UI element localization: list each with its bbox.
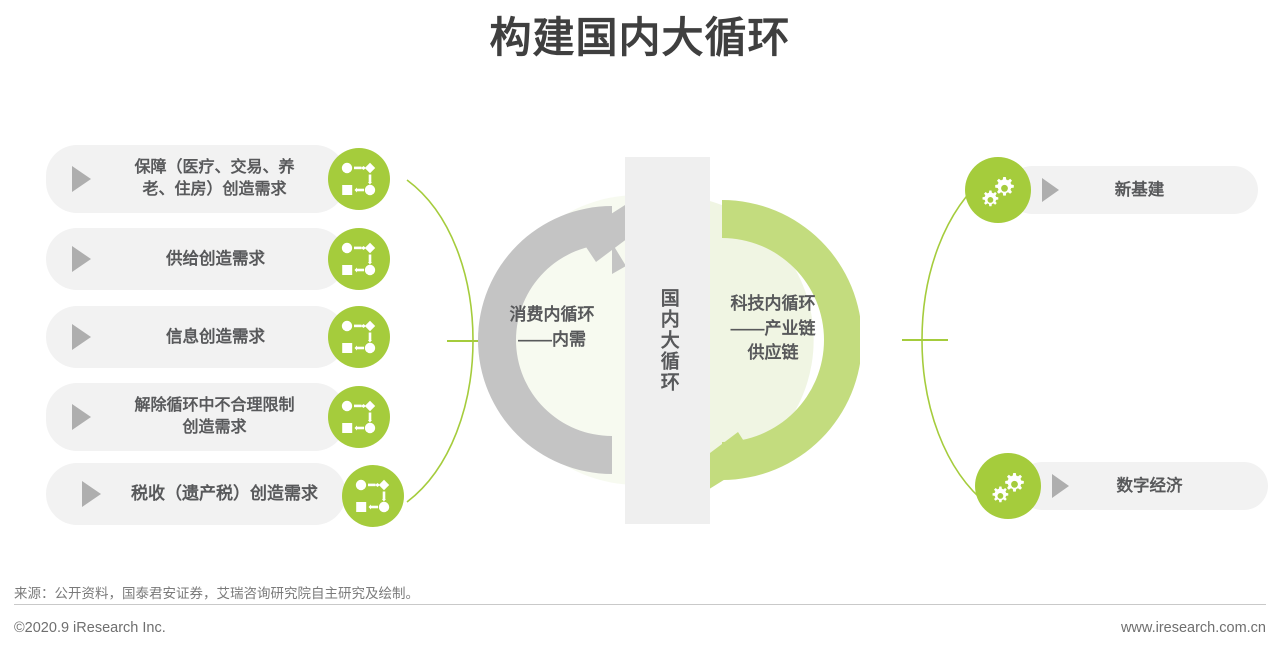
gears-icon xyxy=(982,177,1014,207)
center-column-label: 国内大循环 xyxy=(657,288,679,393)
flow-cycle-icon-badge-4[interactable] xyxy=(342,465,404,527)
copyright-label: ©2020.9 iResearch Inc. xyxy=(14,620,166,636)
flow-cycle-icon xyxy=(341,320,376,354)
left-item-label-0: 保障（医疗、交易、养 老、住房）创造需求 xyxy=(134,159,295,198)
flow-cycle-icon-badge-2[interactable] xyxy=(328,306,390,368)
right-item-label-1: 数字经济 xyxy=(1116,476,1183,495)
play-triangle-icon xyxy=(72,166,91,192)
flow-cycle-icon-badge-0[interactable] xyxy=(328,148,390,210)
consumption-cycle-label: 消费内循环 ——内需 xyxy=(509,305,595,349)
list-item[interactable]: 税收（遗产税）创造需求 xyxy=(46,463,426,527)
website-url: www.iresearch.com.cn xyxy=(1120,620,1266,636)
flow-cycle-icon xyxy=(341,162,376,196)
list-item[interactable]: 信息创造需求 xyxy=(46,306,426,368)
right-item-pill-1[interactable]: 数字经济 xyxy=(1018,462,1268,510)
gears-icon-badge-0[interactable] xyxy=(965,157,1031,223)
left-item-label-1: 供给创造需求 xyxy=(166,249,265,268)
page-title: 构建国内大循环 xyxy=(489,14,791,61)
left-item-pill-1[interactable]: 供给创造需求 xyxy=(46,228,346,290)
play-triangle-icon xyxy=(1042,178,1059,202)
left-item-pill-3[interactable]: 解除循环中不合理限制 创造需求 xyxy=(46,383,346,451)
gears-icon xyxy=(992,473,1024,503)
play-triangle-icon xyxy=(82,481,101,507)
play-triangle-icon xyxy=(72,246,91,272)
left-item-label-4: 税收（遗产税）创造需求 xyxy=(131,483,318,503)
list-item[interactable]: 供给创造需求 xyxy=(46,228,426,290)
central-cycle-diagram: 国内大循环 消费内循环 ——内需 科技内循环 ——产业链 供应链 xyxy=(460,140,860,540)
play-triangle-icon xyxy=(72,324,91,350)
flow-cycle-icon-badge-3[interactable] xyxy=(328,386,390,448)
gears-icon-badge-1[interactable] xyxy=(975,453,1041,519)
source-note: 来源：公开资料，国泰君安证券，艾瑞咨询研究院自主研究及绘制。 xyxy=(14,586,419,601)
right-item-label-0: 新基建 xyxy=(1114,180,1165,199)
left-item-pill-0[interactable]: 保障（医疗、交易、养 老、住房）创造需求 xyxy=(46,145,346,213)
left-item-label-2: 信息创造需求 xyxy=(166,327,265,346)
list-item[interactable]: 解除循环中不合理限制 创造需求 xyxy=(46,383,426,451)
flow-cycle-icon xyxy=(355,479,390,513)
technology-cycle-label: 科技内循环 ——产业链 供应链 xyxy=(730,294,816,363)
play-triangle-icon xyxy=(1052,474,1069,498)
left-items-column: 保障（医疗、交易、养 老、住房）创造需求 供给创造需求 xyxy=(46,145,426,545)
left-item-pill-2[interactable]: 信息创造需求 xyxy=(46,306,346,368)
flow-cycle-icon xyxy=(341,242,376,276)
flow-cycle-icon xyxy=(341,400,376,434)
list-item[interactable]: 保障（医疗、交易、养 老、住房）创造需求 xyxy=(46,145,426,213)
center-column-background xyxy=(625,157,710,524)
footer-divider xyxy=(14,604,1266,605)
flow-cycle-icon-badge-1[interactable] xyxy=(328,228,390,290)
left-item-label-3: 解除循环中不合理限制 创造需求 xyxy=(134,397,295,436)
play-triangle-icon xyxy=(72,404,91,430)
left-item-pill-4[interactable]: 税收（遗产税）创造需求 xyxy=(46,463,346,525)
right-item-pill-0[interactable]: 新基建 xyxy=(1008,166,1258,214)
